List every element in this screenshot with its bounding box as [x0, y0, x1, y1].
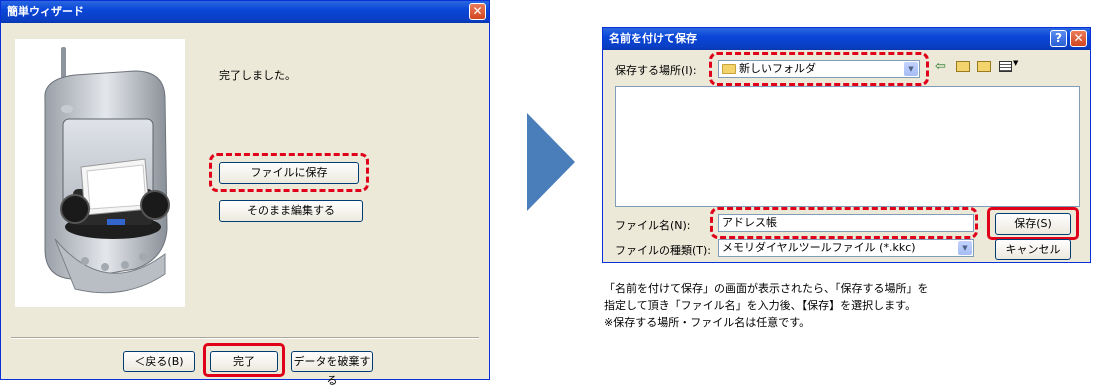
folder-icon: [722, 64, 736, 74]
close-icon: ✕: [472, 4, 483, 18]
save-dialog-close-button[interactable]: ✕: [1070, 30, 1087, 47]
location-label: 保存する場所(I):: [615, 64, 697, 77]
chevron-down-icon[interactable]: ▼: [904, 62, 918, 76]
close-icon: ✕: [1073, 31, 1084, 45]
wizard-separator: [11, 337, 479, 339]
back-arrow-icon[interactable]: ⇦: [935, 59, 946, 74]
save-to-file-label: ファイルに保存: [250, 166, 328, 179]
instruction-line-3: ※保存する場所・ファイル名は任意です。: [604, 316, 811, 329]
save-label: 保存(S): [1014, 217, 1052, 230]
filename-label: ファイル名(N):: [615, 219, 691, 232]
save-dialog-titlebar: 名前を付けて保存: [603, 28, 1090, 50]
edit-as-is-label: そのまま編集する: [247, 204, 335, 217]
finish-highlight: [203, 343, 285, 377]
back-label: ＜戻る(B): [134, 355, 184, 368]
cancel-label: キャンセル: [1005, 243, 1061, 256]
filetype-value: メモリダイヤルツールファイル (*.kkc): [722, 241, 916, 254]
wizard-titlebar: 簡単ウィザード: [1, 1, 489, 23]
wizard-title: 簡単ウィザード: [7, 5, 84, 18]
discard-data-label: データを破棄する: [293, 355, 371, 387]
save-dialog-title: 名前を付けて保存: [609, 32, 697, 45]
wizard-window: 簡単ウィザード ✕: [0, 0, 490, 387]
help-button[interactable]: ?: [1050, 30, 1067, 47]
new-folder-icon[interactable]: [977, 61, 991, 72]
save-file-highlight: [209, 153, 369, 192]
discard-data-button[interactable]: データを破棄する: [291, 351, 373, 387]
finish-button[interactable]: 完了: [210, 351, 278, 372]
filename-value: アドレス帳: [722, 216, 777, 229]
completion-message: 完了しました。: [219, 69, 296, 82]
help-icon: ?: [1055, 31, 1062, 45]
right-arrow-icon: [527, 113, 575, 211]
up-folder-icon[interactable]: [956, 61, 970, 72]
phone-illustration: [15, 39, 185, 307]
save-dialog-window: 名前を付けて保存 ? ✕ 保存する場所(I): 新しいフォルダ ▼ ⇦ ▼ ファ…: [602, 27, 1091, 263]
location-value: 新しいフォルダ: [739, 62, 816, 75]
cancel-button[interactable]: キャンセル: [995, 239, 1071, 260]
filename-highlight: [710, 207, 978, 239]
instruction-line-2: 指定して頂き「ファイル名」を入力後、【保存】を選択します。: [604, 299, 917, 312]
chevron-down-icon[interactable]: ▼: [958, 241, 972, 255]
back-button[interactable]: ＜戻る(B): [123, 351, 195, 372]
phone-icon: [44, 47, 170, 294]
filename-input[interactable]: アドレス帳: [718, 214, 974, 232]
save-highlight: [987, 207, 1079, 240]
location-highlight: [709, 52, 929, 86]
edit-as-is-button[interactable]: そのまま編集する: [219, 200, 363, 222]
instruction-line-1: 「名前を付けて保存」の画面が表示されたら、「保存する場所」を: [604, 282, 929, 295]
instructions: 「名前を付けて保存」の画面が表示されたら、「保存する場所」を 指定して頂き「ファ…: [604, 280, 929, 331]
finish-label: 完了: [233, 355, 255, 368]
view-menu-icon[interactable]: [999, 61, 1012, 72]
save-to-file-button[interactable]: ファイルに保存: [219, 162, 359, 184]
filetype-label: ファイルの種類(T):: [615, 244, 712, 257]
save-button[interactable]: 保存(S): [995, 213, 1071, 235]
view-dropdown-icon[interactable]: ▼: [1013, 59, 1019, 67]
location-dropdown[interactable]: 新しいフォルダ ▼: [718, 60, 920, 78]
file-list-area[interactable]: [615, 86, 1080, 207]
wizard-close-button[interactable]: ✕: [469, 3, 486, 20]
filetype-dropdown[interactable]: メモリダイヤルツールファイル (*.kkc) ▼: [718, 239, 974, 257]
